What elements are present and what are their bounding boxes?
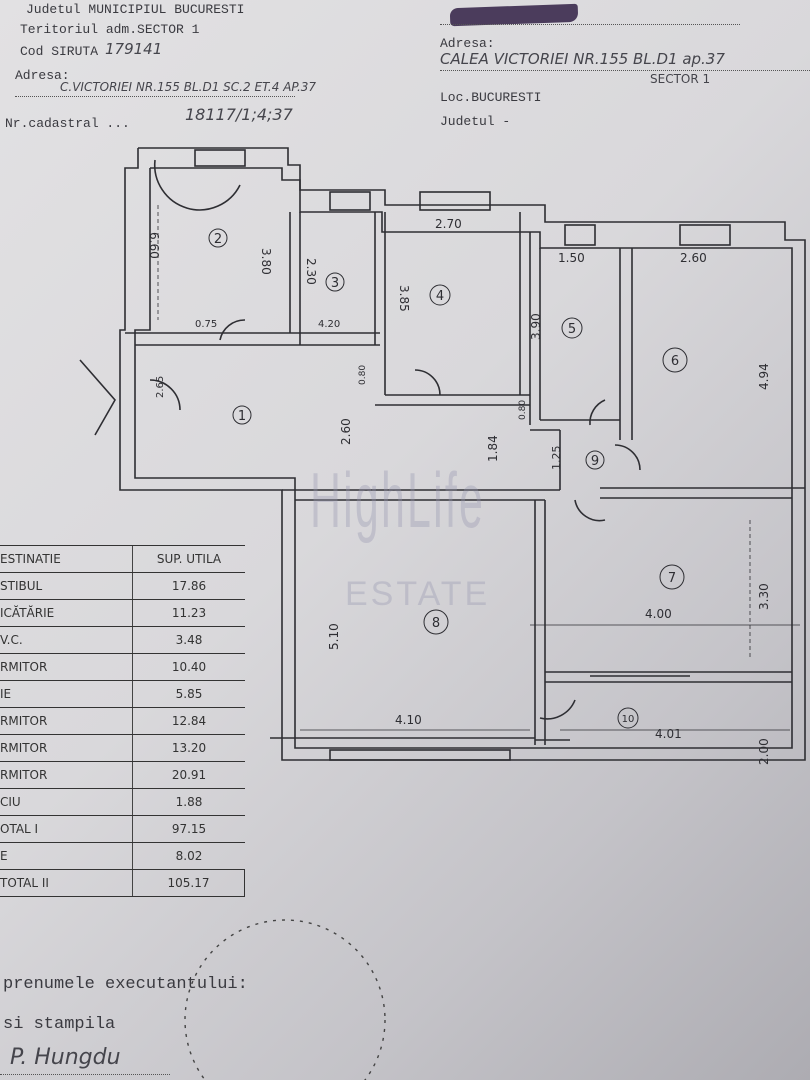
signature: P. Hungdu (10, 1045, 121, 1070)
dimension-label: 0.80 (518, 400, 528, 420)
dimension-label: 3.80 (259, 248, 273, 275)
watermark-subtitle: ESTATE (345, 575, 491, 613)
dimension-label: 4.20 (318, 319, 340, 330)
header-destinatie: ESTINATIE (0, 546, 133, 572)
dimension-label: 3.30 (757, 583, 771, 610)
nr-cadastral-value: 18117/1;4;37 (185, 105, 293, 124)
table-row: V.C.3.48 (0, 627, 245, 654)
header-suprafata: SUP. UTILA (156, 552, 222, 566)
room-number: 1 (238, 409, 246, 424)
executant-label: prenumele executantului: (3, 975, 248, 994)
watermark-logo: HighLife (310, 456, 486, 544)
room-number: 6 (671, 354, 679, 369)
localitate-label: Loc.BUCURESTI (440, 90, 542, 105)
judetul-right-label: Judetul - (440, 114, 511, 129)
stamp (184, 919, 386, 1080)
adresa-value-left: C.VICTORIEI NR.155 BL.D1 SC.2 ET.4 AP.37 (60, 80, 317, 94)
room-number: 9 (591, 454, 599, 469)
dimension-label: 5.10 (327, 623, 341, 650)
dimension-label: 4.94 (757, 363, 771, 390)
dimension-label: 2.30 (304, 258, 318, 285)
room-number: 7 (668, 571, 676, 586)
cod-siruta-label: Cod SIRUTA (20, 44, 99, 59)
dimension-label: 3.85 (397, 285, 411, 312)
nr-cadastral-label: Nr.cadastral ... (5, 116, 130, 131)
judetul-label: Judetul MUNICIPIUL BUCURESTI (26, 2, 245, 17)
room-number: 5 (568, 322, 576, 337)
dimension-label: 1.50 (558, 251, 585, 265)
adresa-label-right: Adresa: (440, 36, 495, 51)
dimension-label: 4.01 (655, 727, 682, 741)
dimension-label: 0.75 (195, 319, 217, 330)
table-header: ESTINATIE SUP. UTILA (0, 545, 245, 573)
stampila-label: si stampila (3, 1015, 116, 1034)
room-number: 3 (331, 276, 339, 291)
dimension-label: 2.70 (435, 217, 462, 231)
room-number: 8 (432, 616, 440, 631)
dimension-label: 0.80 (358, 365, 368, 385)
adresa-value-right: CALEA VICTORIEI NR.155 BL.D1 ap.37 (440, 50, 725, 68)
room-number: 4 (436, 289, 444, 304)
dimension-label: 2.60 (339, 418, 353, 445)
outer-wall (119, 147, 806, 761)
adresa-label-left: Adresa: (15, 68, 70, 83)
room-number: 2 (214, 232, 222, 247)
dimension-label: 1.84 (486, 435, 500, 462)
dimension-label: 2.60 (680, 251, 707, 265)
dimension-label: 1.25 (550, 446, 563, 471)
room-number: 10 (622, 714, 635, 725)
dimension-label: 4.10 (395, 713, 422, 727)
sector-value: SECTOR 1 (650, 72, 711, 86)
dimension-label: 2.00 (757, 738, 771, 765)
dimension-label: 2.65 (155, 376, 166, 398)
dimension-label: 4.00 (645, 607, 672, 621)
dimension-label: 3.90 (529, 313, 543, 340)
dimension-label: 6.60 (147, 232, 161, 259)
cod-siruta-value: 179141 (105, 40, 163, 58)
teritoriul-label: Teritoriul adm.SECTOR 1 (20, 22, 200, 37)
